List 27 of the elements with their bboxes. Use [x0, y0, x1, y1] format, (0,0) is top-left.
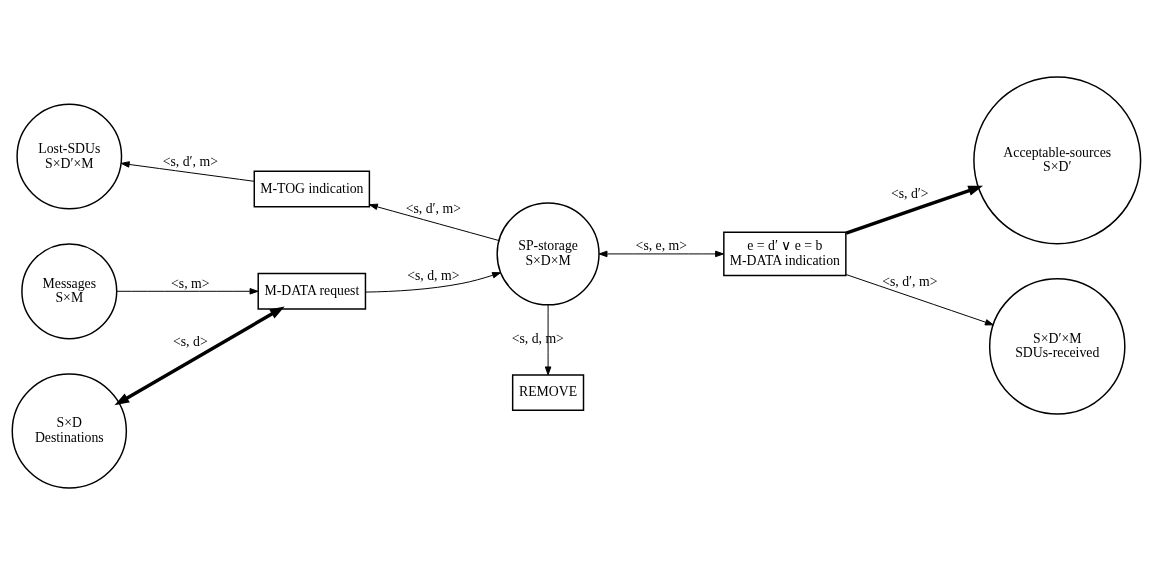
arrow	[544, 303, 552, 375]
edge-label: <s, d′>	[890, 185, 929, 201]
arrow	[114, 306, 285, 405]
node-box: REMOVE	[511, 373, 585, 411]
edge-label: <s, d, m>	[511, 330, 564, 346]
edge-label: <s, d′, m>	[162, 153, 218, 169]
node-box: e = d′ ∨ e = b M-DATA indication	[723, 231, 847, 276]
arrow	[116, 287, 259, 295]
node-box: M-DATA request	[257, 272, 367, 310]
node-circle: Messages S×M	[21, 242, 118, 339]
edge-label: <s, d′, m>	[882, 273, 938, 289]
arrow	[369, 203, 500, 241]
edge-label: <s, d, m>	[407, 267, 460, 283]
arrow	[598, 250, 724, 257]
arrow	[120, 160, 255, 182]
node-circle: S×D′×M SDUs-received	[988, 277, 1126, 415]
edge-label: <s, d′, m>	[405, 200, 461, 216]
arrow	[845, 273, 994, 325]
arrow	[845, 185, 984, 235]
edge-label: <s, e, m>	[635, 237, 688, 253]
edge-label: <s, m>	[171, 275, 210, 291]
node-circle: SP-storage S×D×M	[496, 201, 600, 306]
node-circle: Acceptable-sources S×D′	[973, 75, 1142, 244]
node-box: M-TOG indication	[253, 170, 371, 207]
edge-label: <s, d>	[172, 333, 208, 349]
node-circle: Lost-SDUs S×D′×M	[16, 103, 123, 209]
arrow	[365, 271, 501, 293]
